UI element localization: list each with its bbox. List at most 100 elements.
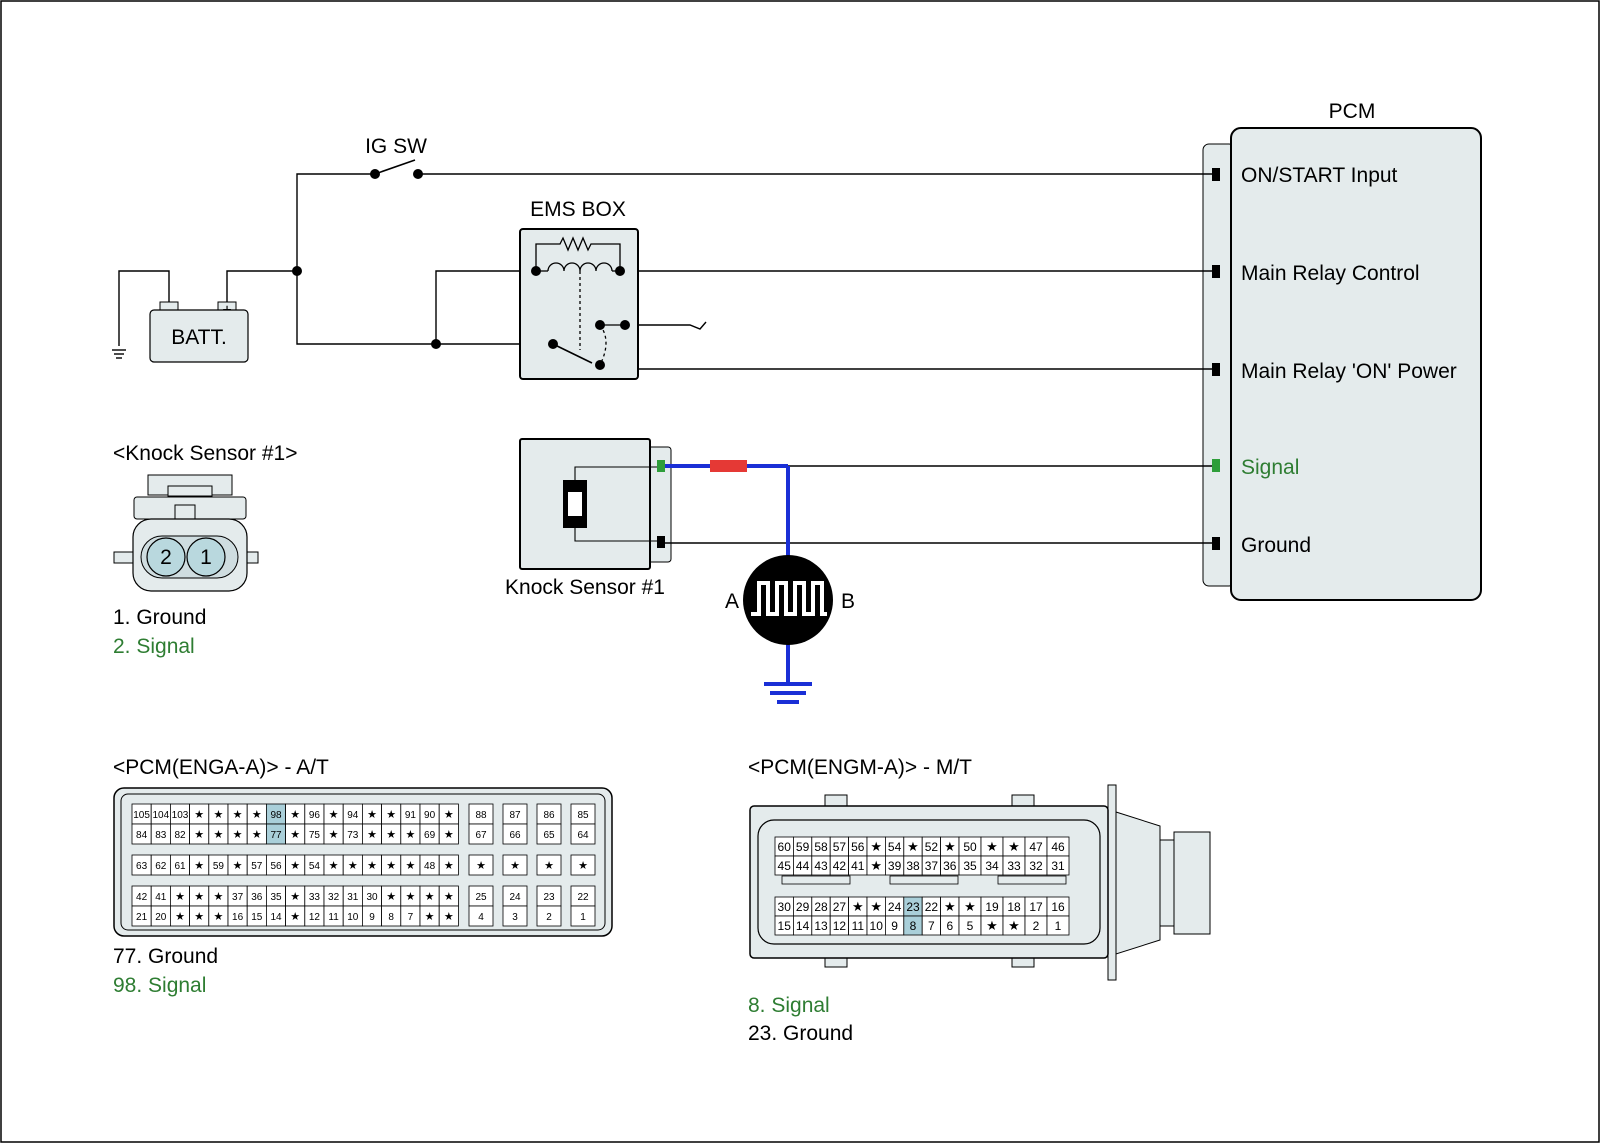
pin-cell: 35 [265, 885, 286, 907]
pin-cell: 33 [304, 885, 325, 907]
pin-cell-blank: ★ [866, 896, 886, 917]
pin-cell: 96 [304, 803, 325, 825]
svg-text:★: ★ [544, 859, 554, 872]
pin-cell: 65 [536, 823, 562, 845]
svg-text:★: ★ [252, 808, 262, 821]
pin-cell-blank: ★ [169, 885, 190, 907]
pin-cell: 43 [811, 855, 831, 876]
svg-text:★: ★ [194, 828, 204, 841]
svg-text:★: ★ [405, 828, 415, 841]
svg-text:83: 83 [155, 830, 167, 841]
knock-sensor-label: Knock Sensor #1 [505, 576, 665, 599]
sensor-pin-label: 2 [160, 546, 172, 569]
pin-cell: 23 [903, 896, 923, 917]
oscilloscope-symbol: A B [725, 555, 855, 645]
svg-text:59: 59 [213, 861, 225, 872]
svg-text:★: ★ [329, 828, 339, 841]
svg-text:67: 67 [475, 830, 487, 841]
svg-text:8: 8 [388, 912, 394, 923]
pin-cell: 31 [342, 885, 363, 907]
pin-cell-blank: ★ [419, 885, 440, 907]
pin-cell-blank: ★ [502, 854, 528, 876]
pcm-mt-back-shell [1115, 811, 1161, 955]
pin-cell-blank: ★ [189, 905, 210, 927]
svg-text:33: 33 [309, 892, 321, 903]
pin-cell: 5 [958, 915, 982, 936]
pin-cell: 30 [774, 896, 794, 917]
svg-text:14: 14 [270, 912, 282, 923]
svg-text:33: 33 [1007, 859, 1021, 873]
pin-cell-blank: ★ [438, 885, 459, 907]
power-wires [112, 159, 1212, 370]
svg-text:44: 44 [796, 859, 810, 873]
pin-cell: 37 [921, 855, 942, 876]
pin-cell: 32 [1024, 855, 1048, 876]
svg-text:62: 62 [155, 861, 167, 872]
svg-text:69: 69 [424, 830, 436, 841]
pin-cell: 47 [1024, 836, 1048, 857]
svg-text:52: 52 [925, 840, 939, 854]
svg-text:★: ★ [194, 890, 204, 903]
pin-cell-blank: ★ [208, 823, 229, 845]
pin-cell: 82 [169, 823, 190, 845]
pin-cell: 19 [980, 896, 1004, 917]
pin-cell: 32 [323, 885, 344, 907]
pin-cell: 48 [419, 854, 440, 876]
svg-text:45: 45 [778, 859, 792, 873]
svg-text:50: 50 [963, 840, 977, 854]
svg-text:15: 15 [778, 919, 792, 933]
svg-text:16: 16 [232, 912, 244, 923]
svg-text:25: 25 [475, 892, 487, 903]
svg-text:11: 11 [852, 919, 865, 933]
svg-text:105: 105 [133, 810, 150, 821]
ems-box: EMS BOX [519, 198, 639, 380]
svg-text:64: 64 [577, 830, 589, 841]
svg-text:★: ★ [444, 890, 454, 903]
svg-text:10: 10 [870, 919, 884, 933]
pin-cell-blank: ★ [940, 896, 960, 917]
svg-text:★: ★ [907, 840, 919, 855]
svg-text:★: ★ [290, 910, 300, 923]
pcm-body [1230, 127, 1482, 601]
svg-text:★: ★ [476, 859, 486, 872]
svg-text:★: ★ [425, 890, 435, 903]
pin-cell: 35 [958, 855, 982, 876]
pin-cell: 56 [848, 836, 868, 857]
svg-text:90: 90 [424, 810, 436, 821]
svg-text:12: 12 [309, 912, 321, 923]
svg-text:56: 56 [851, 840, 865, 854]
svg-text:32: 32 [328, 892, 340, 903]
pin-cell-blank: ★ [1002, 915, 1026, 936]
svg-text:★: ★ [194, 808, 204, 821]
svg-text:75: 75 [309, 830, 321, 841]
svg-text:98: 98 [270, 810, 282, 821]
pin-cell: 87 [502, 803, 528, 825]
svg-text:20: 20 [155, 912, 167, 923]
svg-text:85: 85 [577, 810, 589, 821]
pin-cell-blank: ★ [536, 854, 562, 876]
pcm-pin-main-relay-control [1212, 265, 1220, 278]
svg-text:★: ★ [290, 808, 300, 821]
pin-cell-blank: ★ [323, 823, 344, 845]
svg-text:6: 6 [946, 919, 953, 933]
pin-cell: 90 [419, 803, 440, 825]
svg-text:43: 43 [814, 859, 828, 873]
svg-text:★: ★ [194, 859, 204, 872]
pin-cell: 91 [400, 803, 421, 825]
svg-text:41: 41 [851, 859, 865, 873]
pin-cell-blank: ★ [381, 823, 402, 845]
pin-cell: 42 [829, 855, 850, 876]
svg-text:24: 24 [888, 900, 902, 914]
pcm-terminal-label: Ground [1241, 534, 1311, 557]
pin-cell-blank: ★ [208, 803, 229, 825]
pcm-module: PCM ON/START Input Main Relay Control Ma… [1202, 100, 1482, 601]
pin-cell: 46 [1046, 836, 1070, 857]
svg-text:88: 88 [475, 810, 487, 821]
pin-cell: 67 [468, 823, 494, 845]
svg-text:2: 2 [546, 912, 552, 923]
svg-text:46: 46 [1051, 840, 1065, 854]
svg-text:3: 3 [512, 912, 518, 923]
pin-cell: 24 [502, 885, 528, 907]
pin-cell-blank: ★ [285, 823, 306, 845]
svg-text:84: 84 [136, 830, 148, 841]
